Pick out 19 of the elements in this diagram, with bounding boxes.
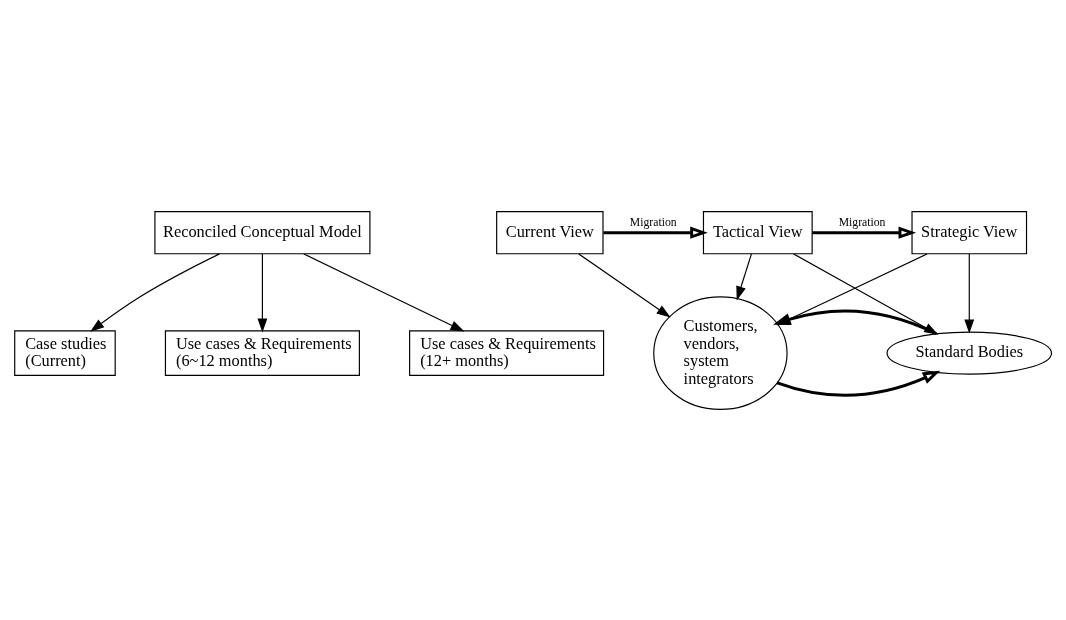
arrow	[303, 252, 465, 332]
node-box: Current View	[496, 210, 604, 254]
node-box: Use cases & Requirements (6~12 months)	[164, 329, 360, 376]
arrow	[603, 226, 708, 239]
node-box: Use cases & Requirements (12+ months)	[409, 329, 605, 376]
edge-label: Migration	[838, 215, 886, 229]
node-ellipse: Standard Bodies	[886, 331, 1053, 375]
node-box: Tactical View	[702, 210, 813, 254]
arrow	[257, 252, 268, 332]
arrow	[776, 370, 941, 397]
arrow	[812, 226, 917, 239]
arrow	[578, 252, 671, 318]
arrow	[90, 252, 221, 332]
arrow	[964, 252, 975, 334]
node-box: Strategic View	[911, 210, 1028, 254]
node-box: Reconciled Conceptual Model	[154, 210, 371, 254]
arrow	[736, 252, 753, 300]
edge-label: Migration	[629, 215, 677, 229]
node-box: Case studies (Current)	[14, 329, 116, 376]
